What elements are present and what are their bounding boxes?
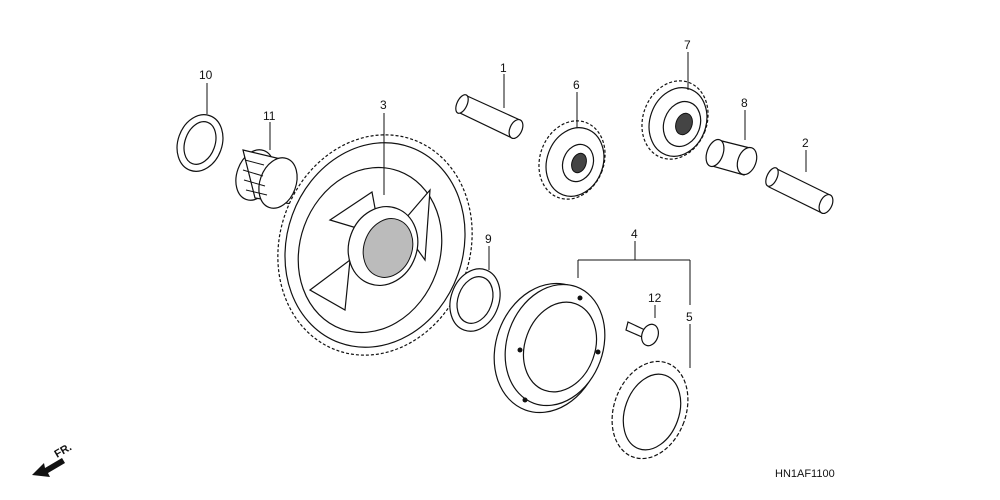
callout-2: 2 bbox=[802, 136, 809, 150]
callout-4: 4 bbox=[631, 227, 638, 241]
callout-11: 11 bbox=[263, 109, 276, 123]
front-direction-indicator: FR. bbox=[32, 441, 74, 477]
leader-lines bbox=[206, 52, 807, 368]
part-3-starter-driven-gear[interactable] bbox=[247, 107, 502, 382]
part-1-shaft[interactable] bbox=[453, 93, 525, 141]
front-label: FR. bbox=[53, 441, 74, 460]
part-5-one-way-clutch[interactable] bbox=[599, 351, 701, 470]
front-arrow-icon bbox=[32, 458, 65, 477]
part-7-reduction-gear[interactable] bbox=[631, 71, 719, 168]
callout-1: 1 bbox=[500, 61, 507, 75]
callout-labels: 1 2 3 4 5 6 7 8 9 10 11 12 bbox=[199, 38, 809, 324]
part-4-clutch-outer[interactable] bbox=[477, 268, 622, 428]
callout-8: 8 bbox=[741, 96, 748, 110]
diagram-code: HN1AF1100 bbox=[775, 468, 835, 480]
part-12-bolt[interactable] bbox=[625, 321, 661, 348]
callout-9: 9 bbox=[485, 232, 492, 246]
callout-12: 12 bbox=[648, 291, 662, 305]
callout-3: 3 bbox=[380, 98, 387, 112]
callout-10: 10 bbox=[199, 68, 213, 82]
callout-5: 5 bbox=[686, 310, 693, 324]
part-9-washer[interactable] bbox=[442, 262, 509, 339]
part-2-shaft[interactable] bbox=[763, 166, 835, 216]
callout-6: 6 bbox=[573, 78, 580, 92]
part-6-idle-gear[interactable] bbox=[528, 111, 616, 208]
callout-7: 7 bbox=[684, 38, 691, 52]
part-10-washer[interactable] bbox=[169, 108, 230, 178]
part-8-collar[interactable] bbox=[703, 137, 761, 177]
